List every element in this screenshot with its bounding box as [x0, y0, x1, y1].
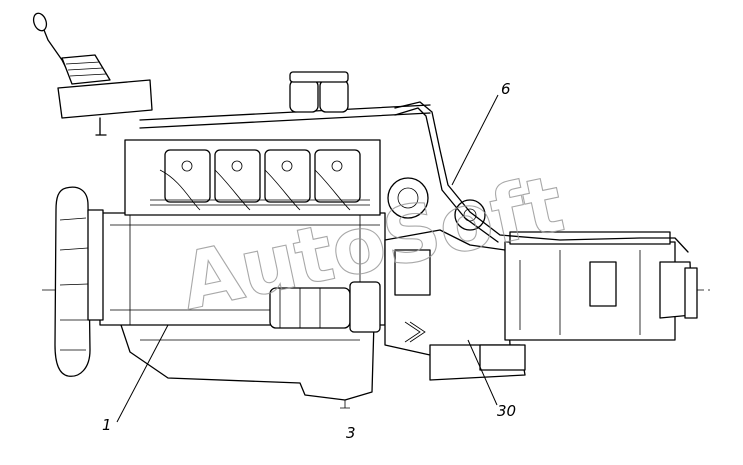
air-pipe: [394, 101, 689, 253]
cylinder-heads: [124, 139, 381, 216]
cooling-fan: [54, 186, 104, 377]
callout-3: 3: [346, 424, 356, 442]
top-tank: [289, 71, 349, 113]
turbocharger: [387, 177, 486, 231]
leader-lines: [116, 94, 499, 423]
fuel-lines: [139, 104, 431, 211]
callout-6: 6: [501, 80, 511, 98]
callout-1: 1: [102, 416, 112, 434]
gear-shift-lever: [32, 12, 153, 136]
callout-30: 30: [497, 402, 516, 420]
oil-sump: [119, 321, 375, 401]
starter-motor: [269, 281, 381, 333]
